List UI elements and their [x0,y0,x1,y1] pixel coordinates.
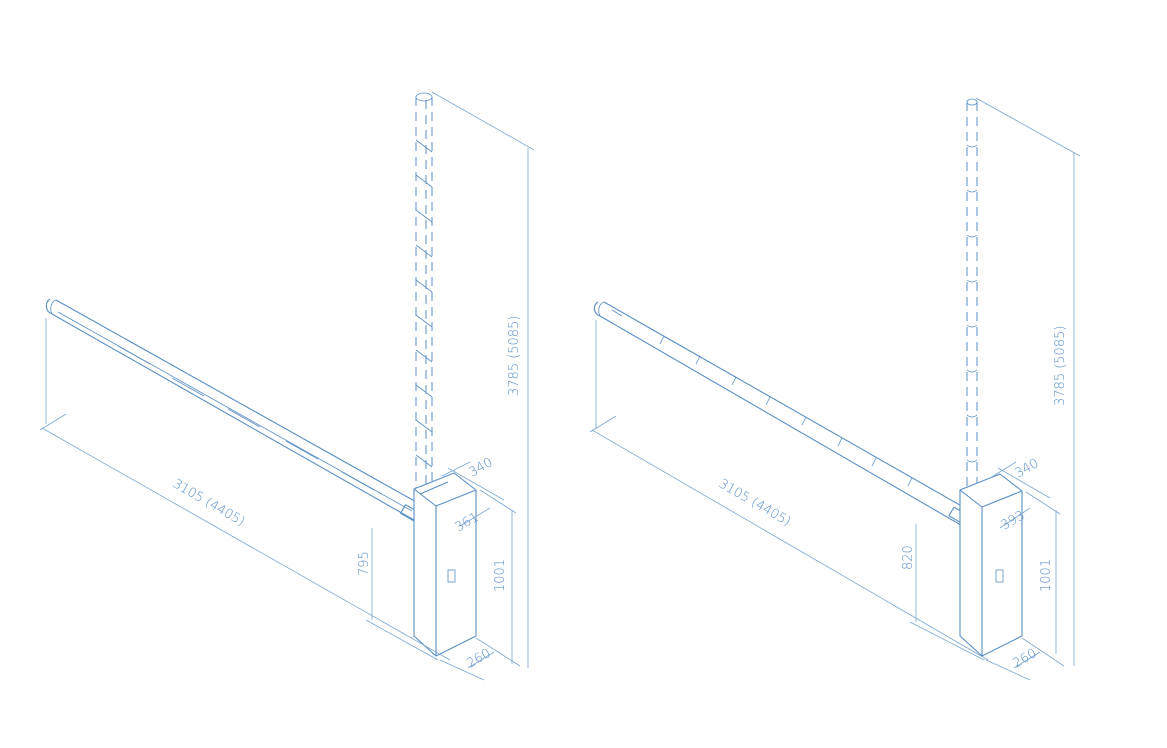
right-housing-height: 1001 [1039,559,1054,592]
right-axis-height: 820 [901,545,916,570]
right-boom-length: 3105 (4405) [716,476,793,529]
right-dimension-lines [589,97,1081,681]
right-barrier: 3105 (4405) 3785 (5085) 820 1001 340 393… [589,97,1081,681]
left-boom-length: 3105 (4405) [170,476,247,529]
left-housing [413,472,477,657]
right-housing [959,473,1023,657]
right-housing-width: 340 [1013,456,1042,481]
left-open-height: 3785 (5085) [507,316,522,396]
left-barrier: 3105 (4405) 3785 (5085) 795 1001 340 361… [39,91,535,681]
left-axis-height: 795 [357,551,372,576]
left-horizontal-boom [45,298,435,529]
left-housing-width: 340 [467,455,496,480]
left-dimension-lines [39,91,535,681]
left-housing-depth: 260 [465,646,494,671]
right-vertical-boom [966,98,978,488]
right-housing-depth: 260 [1011,646,1040,671]
left-housing-height: 1001 [493,559,508,592]
left-vertical-boom [415,92,433,488]
right-horizontal-boom [593,301,990,541]
right-open-height: 3785 (5085) [1053,326,1068,406]
